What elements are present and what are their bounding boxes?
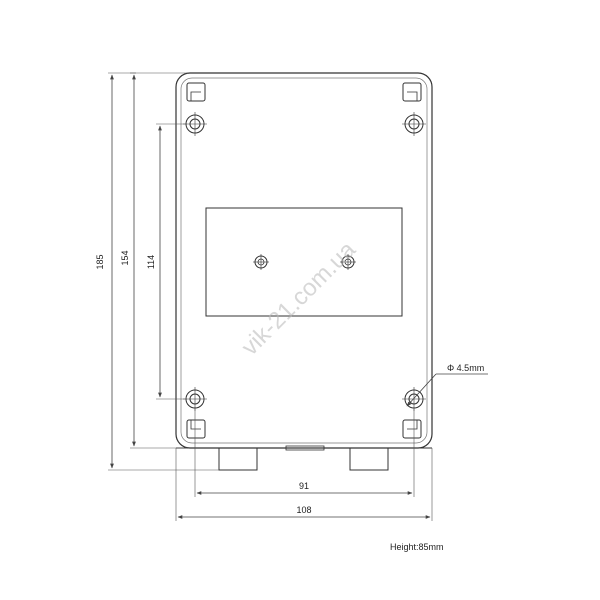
label-inner-height: 114 — [146, 255, 156, 269]
dimension-mounting-height — [130, 72, 187, 449]
mounting-hole-bottom-right — [402, 387, 426, 411]
label-mounting-height: 154 — [120, 250, 130, 265]
height-note: Height:85mm — [390, 542, 444, 552]
corner-clip-bottom-left — [186, 419, 206, 439]
corner-clip-top-right — [402, 82, 422, 102]
plate-screw-left — [253, 254, 269, 270]
dimension-mounting-width — [194, 408, 415, 497]
corner-clip-top-left — [186, 82, 206, 102]
label-plate — [205, 207, 403, 317]
enclosure-inner-outline — [180, 77, 428, 444]
label-hole-diameter: Φ 4.5mm — [447, 363, 484, 373]
label-overall-height: 185 — [95, 254, 105, 269]
mounting-hole-bottom-left — [183, 387, 207, 411]
mounting-hole-top-left — [183, 112, 207, 136]
enclosure — [175, 72, 433, 471]
plate-screw-right — [340, 254, 356, 270]
hole-diameter-leader — [406, 373, 488, 407]
label-mounting-width: 91 — [299, 481, 309, 491]
bottom-center-foot — [285, 445, 325, 451]
dimension-inner-height — [156, 123, 186, 400]
enclosure-outline — [175, 72, 433, 449]
label-overall-width: 108 — [296, 505, 311, 515]
mounting-hole-top-right — [402, 112, 426, 136]
watermark: vik-21.com.ua — [236, 236, 361, 361]
cable-gland-right — [349, 447, 389, 471]
cable-gland-left — [218, 447, 258, 471]
dimension-overall-width — [175, 448, 433, 521]
corner-clip-bottom-right — [402, 419, 422, 439]
dimension-overall-height — [108, 72, 219, 471]
